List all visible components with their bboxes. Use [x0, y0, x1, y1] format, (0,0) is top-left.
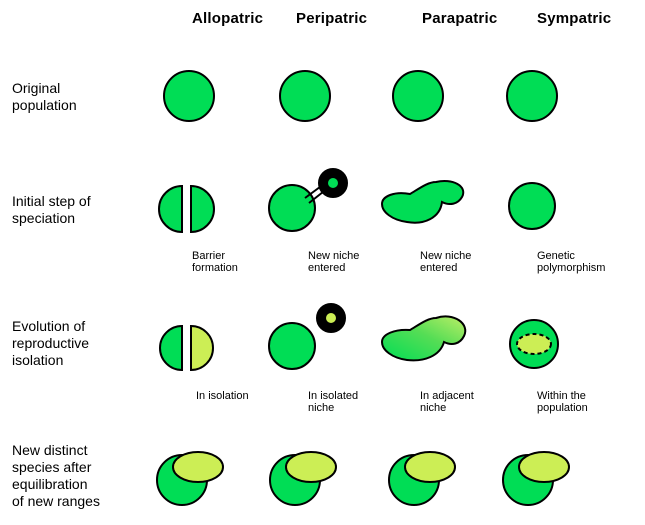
peripatric-new-species: [286, 452, 336, 482]
peripatric-isolated-niche-center: [326, 313, 336, 323]
parapatric-diverging-population: [382, 316, 465, 360]
peripatric-niche-center: [328, 178, 338, 188]
population-peripatric-original: [280, 71, 330, 121]
allopatric-split-left: [159, 186, 182, 232]
peripatric-main-population: [269, 185, 315, 231]
sympatric-subpopulation: [517, 334, 551, 354]
parapatric-expanded-population: [382, 181, 463, 223]
population-allopatric-original: [164, 71, 214, 121]
population-parapatric-original: [393, 71, 443, 121]
sympatric-new-species: [519, 452, 569, 482]
allopatric-isolated-right: [191, 326, 213, 370]
allopatric-isolated-left: [160, 326, 182, 370]
allopatric-new-species: [173, 452, 223, 482]
population-sympatric-initial: [509, 183, 555, 229]
parapatric-new-species: [405, 452, 455, 482]
peripatric-main-population-isolated: [269, 323, 315, 369]
allopatric-split-right: [191, 186, 214, 232]
population-sympatric-original: [507, 71, 557, 121]
